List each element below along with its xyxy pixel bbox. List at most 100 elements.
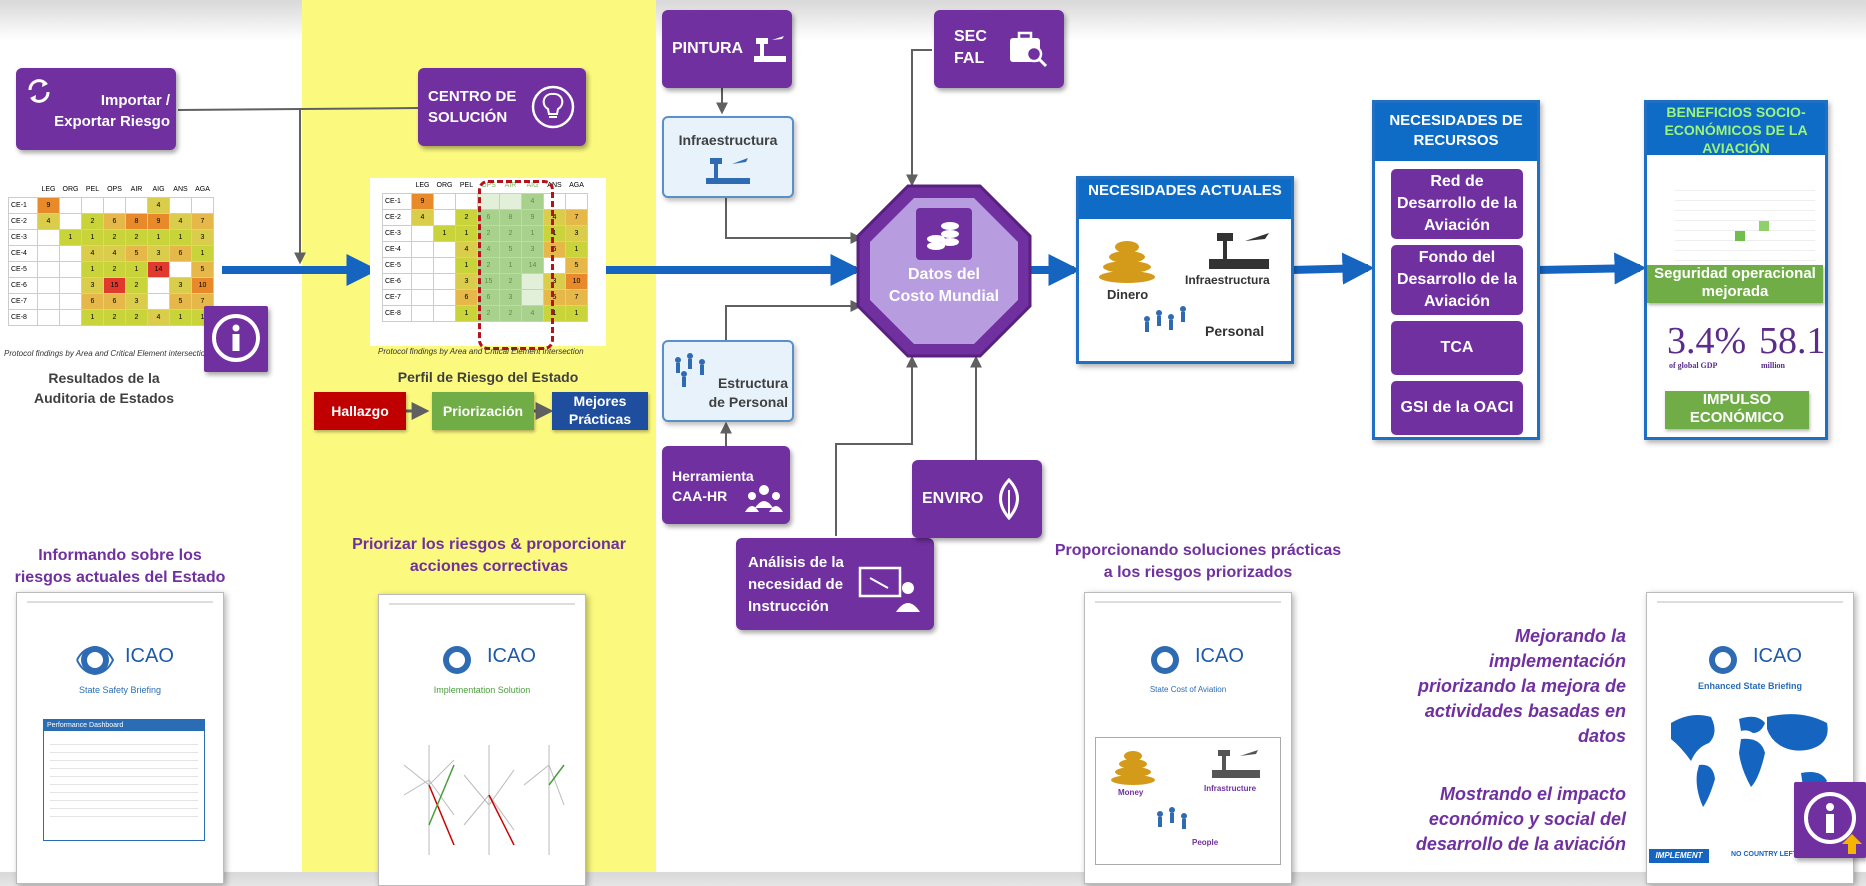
doc2-charts — [403, 745, 565, 855]
table-cell: 7 — [565, 289, 588, 306]
table-cell: 2 — [81, 213, 104, 230]
solution-center-button[interactable]: CENTRO DE SOLUCIÓN — [418, 68, 586, 146]
table-cell — [433, 241, 456, 258]
table-column-header: OPS — [107, 186, 122, 193]
table-cell: 2 — [125, 229, 148, 246]
training-presentation-icon — [858, 566, 920, 612]
document-implementation-solution[interactable]: ICAO Implementation Solution — [378, 594, 586, 886]
table-cell: 1 — [169, 229, 192, 246]
table-cell — [411, 305, 434, 322]
table-cell: 2 — [103, 309, 126, 326]
resource-item-tca[interactable]: TCA — [1391, 321, 1523, 375]
table-cell — [59, 261, 82, 278]
table-cell: 15 — [477, 273, 500, 290]
sec-fal-button[interactable]: SEC FAL — [934, 10, 1064, 88]
table-cell: 3 — [169, 277, 192, 294]
table-row-header: CE-2 — [8, 213, 38, 230]
estructura-personal-box[interactable]: Estructura de Personal — [662, 340, 794, 422]
table-cell — [59, 309, 82, 326]
global-cost-data-octagon[interactable] — [856, 184, 1032, 358]
dinero-label: Dinero — [1107, 287, 1149, 302]
table-cell — [411, 225, 434, 242]
table-column-header: AGA — [195, 186, 210, 193]
icao-logo-text: ICAO — [125, 645, 174, 667]
document-state-safety-briefing[interactable]: ICAO State Safety Briefing Performance D… — [16, 592, 224, 884]
table-cell — [433, 193, 456, 210]
table-column-header: AGA — [569, 182, 584, 189]
table-cell: 5 — [565, 257, 588, 274]
table-cell: 1 — [455, 257, 478, 274]
implement-badge: IMPLEMENT — [1649, 849, 1709, 863]
benefits-title: BENEFICIOS SOCIO-ECONÓMICOS DE LA AVIACI… — [1647, 103, 1825, 156]
table-cell: 4 — [521, 305, 544, 322]
table-column-header: PEL — [459, 182, 474, 189]
table-row-header: CE-3 — [382, 225, 412, 242]
right-text-block-1: Mejorando la implementación priorizando … — [1417, 626, 1626, 746]
flow-arrow-4 — [1291, 252, 1375, 285]
resource-item-fondo-desarrollo[interactable]: Fondo del Desarrollo de la Aviación — [1391, 245, 1523, 315]
table-cell: 3 — [147, 245, 170, 262]
info-button-right[interactable] — [1794, 782, 1866, 858]
doc3-needs-panel: Money Infrastructure People — [1095, 737, 1281, 865]
import-export-risk-button[interactable]: Importar / Exportar Riesgo — [16, 68, 176, 150]
table-row-header: CE-5 — [382, 257, 412, 274]
table-cell: 7 — [191, 293, 214, 310]
table-cell — [37, 245, 60, 262]
table-cell: 6 — [169, 245, 192, 262]
airport-tower-icon — [754, 36, 786, 62]
table-row-header: CE-1 — [8, 197, 38, 214]
table-row-header: CE-6 — [8, 277, 38, 294]
infraestructura-box[interactable]: Infraestructura — [662, 116, 794, 198]
icao-logo-text: ICAO — [1195, 645, 1244, 667]
table-cell — [59, 293, 82, 310]
table-cell — [81, 197, 104, 214]
table-cell — [499, 193, 522, 210]
mejores-practicas-button[interactable]: Mejores Prácticas — [552, 392, 648, 430]
stat-gdp-sub: of global GDP — [1669, 361, 1718, 370]
table-cell: 1 — [81, 261, 104, 278]
document-state-cost-of-aviation[interactable]: ICAO State Cost of Aviation Money Infras… — [1084, 592, 1292, 884]
table-cell — [59, 197, 82, 214]
table-cell: 4 — [147, 309, 170, 326]
pintura-button[interactable]: PINTURA — [662, 10, 792, 88]
resource-item-gsi-oaci[interactable]: GSI de la OACI — [1391, 381, 1523, 435]
analisis-necesidad-button[interactable]: Análisis de la necesidad de Instrucción — [736, 538, 934, 630]
icao-emblem-icon — [1151, 646, 1179, 674]
right-text-block-2: Mostrando el impacto económico y social … — [1415, 784, 1626, 854]
priorizacion-button[interactable]: Priorización — [432, 392, 534, 430]
risk-table-caption: Protocol findings by Area and Critical E… — [378, 347, 584, 356]
group-people-icon — [745, 485, 783, 512]
table-cell: 6 — [81, 293, 104, 310]
table-cell: 1 — [433, 225, 456, 242]
table-cell: 6 — [543, 241, 566, 258]
hallazgo-button[interactable]: Hallazgo — [314, 392, 406, 430]
doc3-people: People — [1192, 838, 1219, 847]
info-button-left[interactable] — [204, 306, 268, 372]
table-cell: 3 — [191, 229, 214, 246]
enviro-label: ENVIRO — [922, 490, 984, 507]
table-cell: 4 — [37, 213, 60, 230]
doc1-title: State Safety Briefing — [78, 685, 162, 695]
table-cell — [411, 257, 434, 274]
table-cell: 3 — [543, 273, 566, 290]
doc3-title: State Cost of Aviation — [1149, 685, 1227, 694]
table-cell: 9 — [147, 213, 170, 230]
info-icon — [212, 314, 260, 362]
table-cell: 1 — [455, 305, 478, 322]
table-cell — [59, 213, 82, 230]
table-cell: 4 — [455, 241, 478, 258]
icao-emblem-icon — [443, 646, 471, 674]
table-cell: 1 — [543, 305, 566, 322]
estructura-label: Estructura de Personal — [708, 375, 788, 410]
people-icon — [675, 353, 705, 387]
resource-needs-box: NECESIDADES DE RECURSOS Red de Desarroll… — [1372, 100, 1540, 440]
enviro-button[interactable]: ENVIRO — [912, 460, 1042, 538]
resource-item-red-desarrollo[interactable]: Red de Desarrollo de la Aviación — [1391, 169, 1523, 239]
doc2-title: Implementation Solution — [433, 685, 531, 695]
current-needs-title: NECESIDADES ACTUALES — [1079, 179, 1291, 219]
herramienta-caa-hr-button[interactable]: Herramienta CAA-HR — [662, 446, 790, 524]
